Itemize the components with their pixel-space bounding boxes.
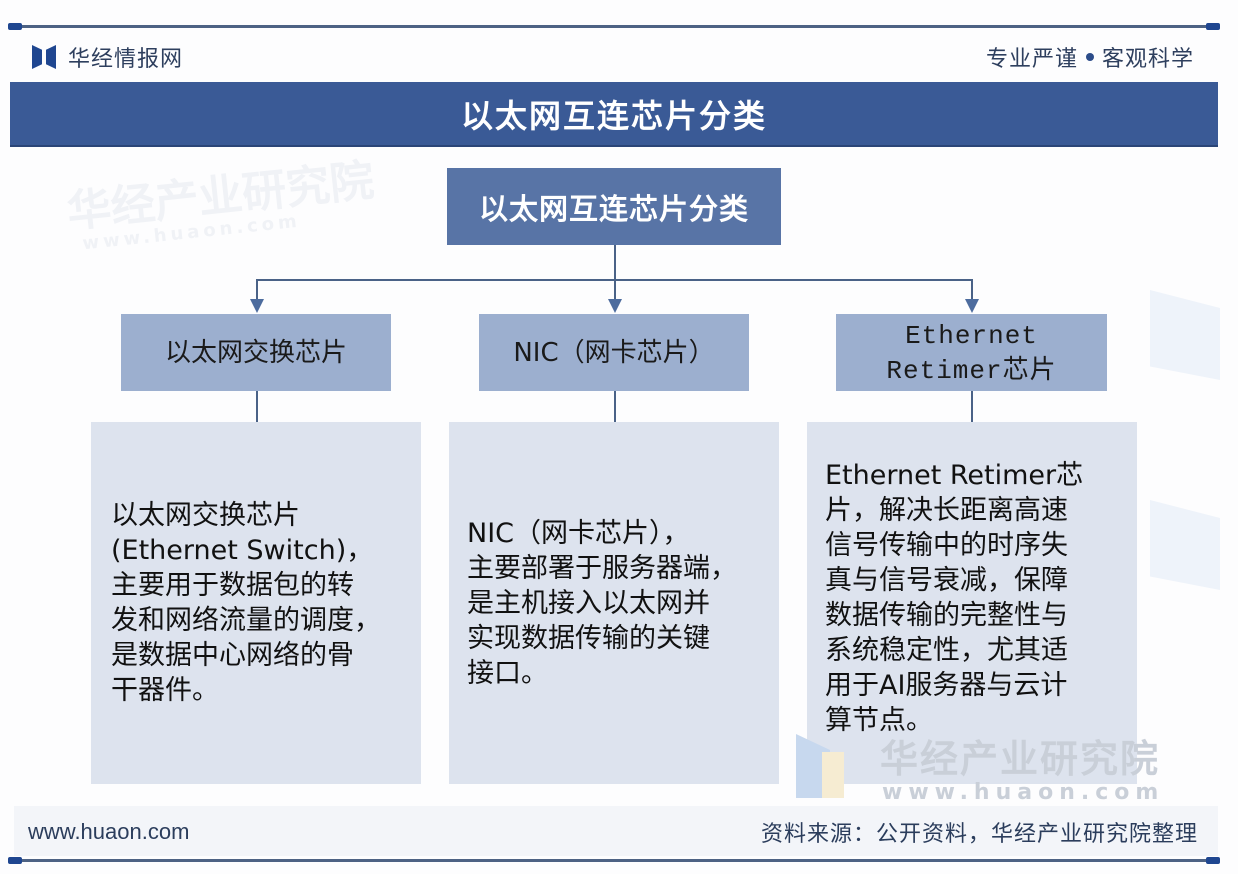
slogan-right: 客观科学 xyxy=(1101,47,1194,72)
category-label-line1: Ethernet xyxy=(905,320,1038,351)
connector-horizontal xyxy=(256,279,973,281)
arrow-down-icon xyxy=(608,299,622,313)
page-title: 以太网互连芯片分类 xyxy=(460,96,767,135)
brand-name: 华经情报网 xyxy=(68,47,184,72)
category-label-line2: Retimer芯片 xyxy=(886,355,1057,386)
footer-source: 资料来源：公开资料，华经产业研究院整理 xyxy=(760,822,1198,847)
background-watermark: 华经产业研究院 xyxy=(64,155,377,238)
category-node-switch: 以太网交换芯片 xyxy=(121,314,391,391)
connector-to-desc xyxy=(614,391,616,422)
footer-url-link[interactable]: www.huaon.com xyxy=(28,819,190,844)
bullet-dot-icon xyxy=(1085,53,1094,61)
root-node-label: 以太网互连芯片分类 xyxy=(478,191,749,226)
brand-logo-icon xyxy=(32,45,56,69)
category-label: 以太网交换芯片 xyxy=(164,337,347,368)
connector-to-desc xyxy=(971,391,973,422)
side-watermark-shape xyxy=(1150,290,1220,380)
watermark-text: 华经产业研究院 xyxy=(880,737,1161,781)
description-box-switch: 以太网交换芯片 (Ethernet Switch)， 主要用于数据包的转 发和网… xyxy=(91,422,421,784)
footer-bar xyxy=(14,806,1218,856)
top-rule xyxy=(8,23,1220,30)
description-text: NIC（网卡芯片）， 主要部署于服务器端， 是主机接入以太网并 实现数据传输的关… xyxy=(467,517,737,689)
description-box-nic: NIC（网卡芯片）， 主要部署于服务器端， 是主机接入以太网并 实现数据传输的关… xyxy=(449,422,779,784)
root-node: 以太网互连芯片分类 xyxy=(447,168,781,245)
arrow-down-icon xyxy=(250,299,264,313)
watermark-logo-icon xyxy=(796,734,846,798)
brand: 华经情报网 xyxy=(32,38,183,76)
slogan-left: 专业严谨 xyxy=(985,47,1078,72)
category-label: NIC（网卡芯片） xyxy=(513,337,715,368)
bottom-rule xyxy=(8,857,1220,864)
title-banner: 以太网互连芯片分类 xyxy=(10,82,1218,147)
description-text: Ethernet Retimer芯 片，解决长距离高速 信号传输中的时序失 真与… xyxy=(825,460,1084,736)
slogan: 专业严谨 客观科学 xyxy=(986,38,1194,76)
connector-to-desc xyxy=(256,391,258,422)
connector-root-stem xyxy=(614,245,616,301)
category-label: Ethernet Retimer芯片 xyxy=(886,318,1056,388)
side-watermark-shape xyxy=(1150,500,1220,590)
description-text: 以太网交换芯片 (Ethernet Switch)， 主要用于数据包的转 发和网… xyxy=(111,500,381,706)
category-node-retimer: Ethernet Retimer芯片 xyxy=(836,314,1107,391)
description-box-retimer: Ethernet Retimer芯 片，解决长距离高速 信号传输中的时序失 真与… xyxy=(807,422,1137,784)
arrow-down-icon xyxy=(965,299,979,313)
background-watermark-url: www.huaon.com xyxy=(81,210,302,255)
watermark-url: www.huaon.com xyxy=(882,780,1165,805)
category-node-nic: NIC（网卡芯片） xyxy=(479,314,749,391)
connector-drop-right xyxy=(971,279,973,301)
connector-drop-left xyxy=(256,279,258,301)
